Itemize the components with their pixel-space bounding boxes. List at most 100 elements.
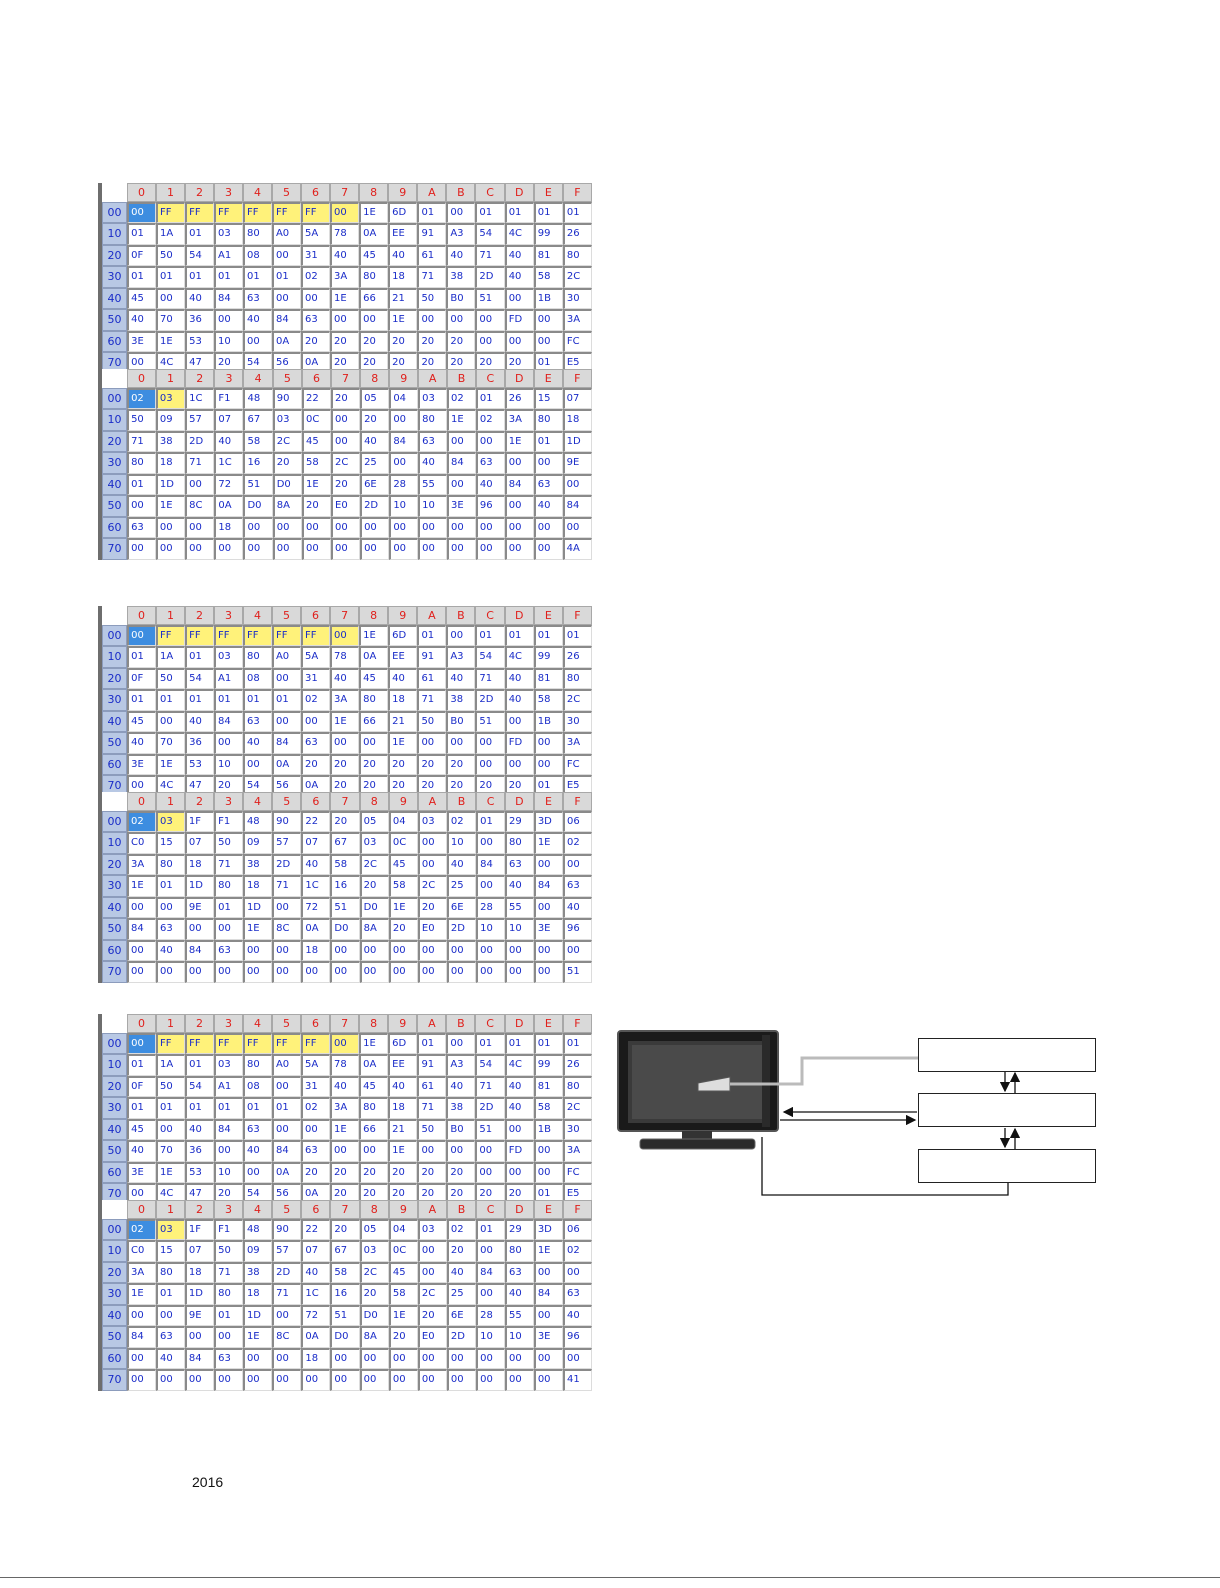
hex-cell[interactable]: 00 (475, 330, 505, 352)
hex-cell[interactable]: 55 (418, 473, 448, 495)
hex-cell[interactable]: 1D (242, 896, 273, 918)
hex-cell[interactable]: 00 (504, 1161, 534, 1183)
hex-cell[interactable]: 01 (475, 1032, 505, 1054)
hex-cell[interactable]: 00 (389, 409, 419, 431)
hex-cell[interactable]: 40 (388, 1075, 418, 1097)
hex-cell[interactable]: 01 (127, 473, 156, 495)
hex-cell[interactable]: 0A (271, 1161, 301, 1183)
hex-cell[interactable]: 58 (388, 875, 418, 897)
hex-cell[interactable]: 84 (476, 1261, 505, 1283)
hex-cell[interactable]: B0 (446, 1118, 476, 1140)
hex-cell[interactable]: 00 (533, 896, 564, 918)
hex-cell[interactable]: 22 (301, 810, 331, 832)
hex-cell[interactable]: 51 (243, 473, 273, 495)
hex-cell[interactable]: 1F (184, 810, 215, 832)
hex-cell[interactable]: EE (388, 646, 418, 668)
hex-cell[interactable]: 03 (156, 810, 185, 832)
hex-cell[interactable]: 03 (417, 810, 447, 832)
hex-cell[interactable]: 00 (388, 1347, 418, 1369)
hex-cell[interactable]: 20 (417, 1161, 447, 1183)
hex-cell[interactable]: 04 (388, 810, 418, 832)
hex-cell[interactable]: 1B (533, 1118, 563, 1140)
hex-cell[interactable]: 40 (185, 710, 214, 732)
hex-cell[interactable]: 00 (243, 1161, 272, 1183)
hex-cell[interactable]: 3D (533, 810, 564, 832)
hex-cell[interactable]: 30 (562, 710, 592, 732)
hex-cell[interactable]: 00 (476, 939, 505, 961)
hex-cell[interactable]: 30 (562, 287, 592, 309)
hex-cell[interactable]: 00 (475, 1161, 505, 1183)
hex-cell[interactable]: 40 (330, 667, 360, 689)
hex-cell[interactable]: 40 (185, 1118, 214, 1140)
hex-cell[interactable]: 00 (185, 473, 215, 495)
hex-cell[interactable]: 84 (214, 710, 244, 732)
hex-cell[interactable]: 00 (272, 961, 302, 983)
hex-cell[interactable]: 63 (156, 918, 185, 940)
hex-cell[interactable]: 00 (184, 961, 215, 983)
hex-cell[interactable]: 96 (475, 495, 505, 517)
hex-cell[interactable]: F1 (214, 810, 243, 832)
hex-cell[interactable]: 00 (330, 939, 360, 961)
hex-cell[interactable]: 1C (301, 1283, 331, 1305)
hex-cell[interactable]: 00 (301, 1369, 331, 1391)
hex-cell[interactable]: 90 (272, 387, 302, 409)
hex-cell[interactable]: 53 (185, 753, 214, 775)
hex-cell[interactable]: 71 (475, 244, 505, 266)
hex-cell[interactable]: FC (562, 1161, 592, 1183)
hex-cell[interactable]: 02 (446, 1218, 477, 1240)
hex-cell[interactable]: 3E (127, 1161, 156, 1183)
hex-cell[interactable]: 40 (243, 1140, 272, 1162)
hex-cell[interactable]: 20 (359, 875, 389, 897)
hex-cell[interactable]: 29 (504, 1218, 534, 1240)
hex-cell[interactable]: 18 (301, 939, 331, 961)
hex-cell[interactable]: 00 (417, 1369, 447, 1391)
hex-cell[interactable]: 10 (504, 1326, 534, 1348)
hex-cell[interactable]: 8A (272, 495, 302, 517)
hex-cell[interactable]: 02 (447, 387, 476, 409)
hex-cell[interactable]: 00 (185, 538, 215, 560)
hex-cell[interactable]: 00 (301, 1118, 331, 1140)
hex-cell[interactable]: 00 (184, 918, 215, 940)
hex-cell[interactable]: 18 (388, 266, 418, 288)
hex-cell[interactable]: 28 (389, 473, 419, 495)
hex-cell[interactable]: 45 (359, 1075, 389, 1097)
hex-cell[interactable]: 6D (388, 1032, 418, 1054)
hex-cell[interactable]: 84 (504, 473, 534, 495)
hex-cell[interactable]: 00 (301, 516, 332, 538)
hex-cell[interactable]: D0 (243, 495, 273, 517)
hex-cell[interactable]: 58 (243, 430, 273, 452)
hex-cell[interactable]: 00 (156, 961, 185, 983)
hex-cell[interactable]: 18 (155, 452, 186, 474)
hex-cell[interactable]: 00 (389, 538, 419, 560)
hex-cell[interactable]: 80 (504, 832, 534, 854)
hex-cell[interactable]: 00 (301, 287, 331, 309)
hex-cell[interactable]: 40 (243, 732, 272, 754)
hex-cell[interactable]: 72 (301, 896, 331, 918)
hex-cell[interactable]: 01 (504, 201, 534, 223)
hex-cell[interactable]: 80 (214, 1283, 243, 1305)
hex-cell[interactable]: 00 (243, 516, 273, 538)
hex-cell[interactable]: 1B (533, 287, 563, 309)
hex-cell[interactable]: 57 (272, 1240, 302, 1262)
hex-cell[interactable]: 40 (330, 1075, 360, 1097)
hex-cell[interactable]: 00 (446, 201, 476, 223)
hex-cell[interactable]: 58 (388, 1283, 418, 1305)
hex-cell[interactable]: 2D (272, 853, 302, 875)
hex-cell[interactable]: 0A (271, 753, 301, 775)
hex-cell[interactable]: 00 (127, 896, 157, 918)
hex-cell[interactable]: 00 (127, 1304, 157, 1326)
hex-cell[interactable]: 5A (301, 223, 331, 245)
hex-cell[interactable]: 63 (214, 1347, 243, 1369)
hex-cell[interactable]: FF (301, 1032, 331, 1054)
hex-cell[interactable]: 00 (476, 1369, 505, 1391)
hex-cell[interactable]: 58 (330, 1261, 360, 1283)
hex-cell[interactable]: 1E (359, 1032, 389, 1054)
hex-cell[interactable]: 84 (533, 875, 564, 897)
hex-cell[interactable]: 01 (475, 201, 505, 223)
hex-cell[interactable]: FF (271, 1032, 301, 1054)
hex-cell[interactable]: 84 (271, 732, 301, 754)
hex-cell[interactable]: 00 (214, 918, 243, 940)
hex-cell[interactable]: A3 (446, 223, 476, 245)
hex-cell[interactable]: 20 (359, 330, 389, 352)
hex-cell[interactable]: 3A (127, 1261, 157, 1283)
